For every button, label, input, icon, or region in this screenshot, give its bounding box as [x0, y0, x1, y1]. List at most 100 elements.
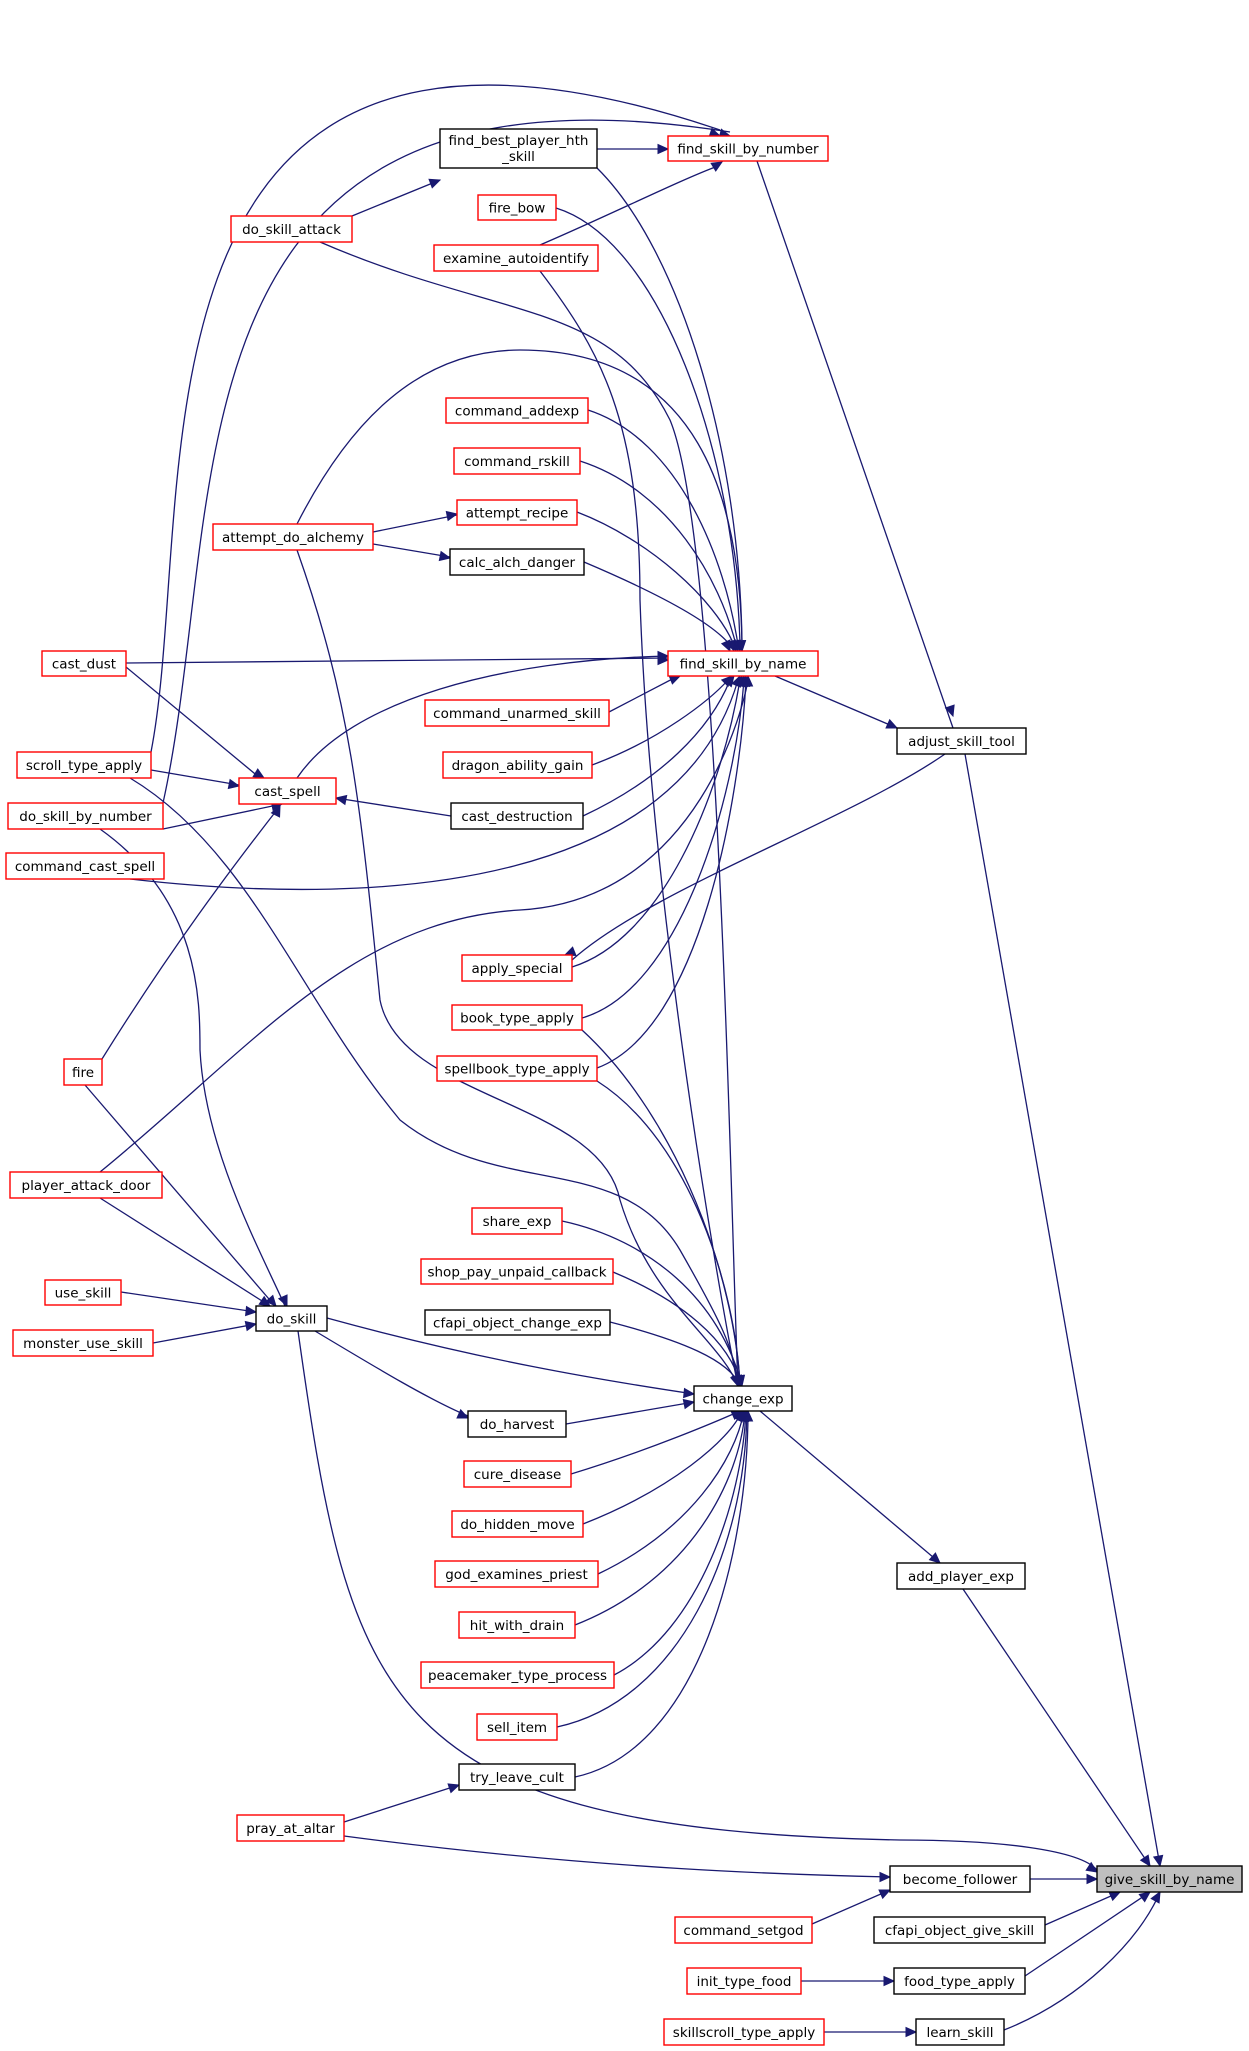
node-command-addexp[interactable]: command_addexp [445, 397, 589, 424]
node-change-exp[interactable]: change_exp [693, 1385, 793, 1412]
arrowhead-e1 [657, 143, 670, 155]
arrowhead-e4 [710, 161, 724, 172]
edge-e61 [343, 1784, 460, 1823]
node-peacemaker-type-process[interactable]: peacemaker_type_process [420, 1661, 615, 1689]
node-dragon-ability-gain[interactable]: dragon_ability_gain [442, 751, 593, 779]
node-box [458, 1611, 576, 1639]
node-label: command_setgod [683, 1923, 803, 1939]
node-skillscroll-type-apply[interactable]: skillscroll_type_apply [663, 2018, 825, 2046]
node-box [451, 1004, 583, 1031]
node-scroll-type-apply[interactable]: scroll_type_apply [16, 751, 152, 779]
node-apply-special[interactable]: apply_special [461, 954, 573, 982]
edge-e7 [596, 167, 743, 646]
node-command-rskill[interactable]: command_rskill [453, 447, 581, 475]
arrowhead-e68 [905, 2026, 918, 2038]
node-label: become_follower [903, 1872, 1018, 1888]
arrowhead-e61 [447, 1783, 461, 1794]
node-learn-skill[interactable]: learn_skill [915, 2018, 1005, 2046]
node-fire-bow[interactable]: fire_bow [477, 194, 557, 221]
node-box [467, 1410, 567, 1438]
node-box [420, 1258, 614, 1285]
node-label: hit_with_drain [470, 1618, 564, 1634]
arrowhead-e32 [270, 804, 281, 818]
node-food-type-apply[interactable]: food_type_apply [893, 1967, 1026, 1995]
node-box [230, 215, 353, 243]
node-box [238, 777, 337, 805]
node-become-follower[interactable]: become_follower [889, 1865, 1031, 1893]
node-box [433, 244, 599, 272]
arrowhead-e24 [885, 718, 899, 729]
node-adjust-skill-tool[interactable]: adjust_skill_tool [896, 727, 1027, 755]
node-cast-destruction[interactable]: cast_destruction [450, 802, 584, 830]
edge-e5 [351, 179, 441, 217]
node-do-skill-by-number[interactable]: do_skill_by_number [7, 802, 164, 830]
node-do-harvest[interactable]: do_harvest [467, 1410, 567, 1438]
edge-e17 [129, 679, 739, 891]
node-god-examines-priest[interactable]: god_examines_priest [434, 1560, 599, 1588]
node-command-setgod[interactable]: command_setgod [674, 1916, 813, 1944]
node-label: food_type_apply [904, 1974, 1015, 1990]
node-use-skill[interactable]: use_skill [44, 1279, 122, 1306]
node-try-leave-cult[interactable]: try_leave_cult [458, 1763, 576, 1791]
node-attempt-recipe[interactable]: attempt_recipe [456, 499, 578, 526]
node-box [436, 1055, 598, 1082]
node-label: cure_disease [474, 1467, 562, 1483]
edge-e2 [150, 84, 721, 753]
node-command-cast-spell[interactable]: command_cast_spell [5, 852, 165, 880]
node-monster-use-skill[interactable]: monster_use_skill [12, 1329, 154, 1357]
edge-e28 [372, 543, 451, 558]
node-box [450, 802, 584, 830]
arrowhead-e28 [438, 550, 452, 562]
node-fire[interactable]: fire [63, 1058, 103, 1086]
node-player-attack-door[interactable]: player_attack_door [9, 1171, 163, 1199]
node-do-hidden-move[interactable]: do_hidden_move [451, 1510, 584, 1538]
node-find-best-player-hth-skill[interactable]: find_best_player_hth_skill [439, 128, 598, 169]
node-attempt-do-alchemy[interactable]: attempt_do_alchemy [212, 523, 374, 551]
edge-e52 [574, 1410, 749, 1778]
arrowhead-e58 [730, 1374, 742, 1388]
node-label: do_harvest [480, 1417, 555, 1433]
edge-e57 [319, 241, 739, 1387]
node-sell-item[interactable]: sell_item [476, 1713, 558, 1741]
node-cast-spell[interactable]: cast_spell [238, 777, 337, 805]
node-command-unarmed-skill[interactable]: command_unarmed_skill [424, 699, 610, 727]
node-label: _skill [501, 149, 535, 165]
node-box [889, 1865, 1031, 1893]
node-box [63, 1058, 103, 1086]
node-shop-pay-unpaid-callback[interactable]: shop_pay_unpaid_callback [420, 1258, 614, 1285]
node-box [873, 1916, 1046, 1944]
node-cfapi-object-change-exp[interactable]: cfapi_object_change_exp [424, 1309, 611, 1336]
edge-e8 [555, 207, 741, 646]
node-box [458, 1763, 576, 1791]
node-give-skill-by-name[interactable]: give_skill_by_name [1096, 1865, 1243, 1893]
node-add-player-exp[interactable]: add_player_exp [896, 1562, 1026, 1590]
node-book-type-apply[interactable]: book_type_apply [451, 1004, 583, 1031]
node-do-skill[interactable]: do_skill [255, 1305, 328, 1332]
node-pray-at-altar[interactable]: pray_at_altar [236, 1814, 345, 1842]
node-box [212, 523, 374, 551]
arrowhead-e41 [1085, 1861, 1099, 1873]
node-cfapi-object-give-skill[interactable]: cfapi_object_give_skill [873, 1916, 1046, 1944]
node-label: cast_destruction [461, 809, 572, 825]
node-spellbook-type-apply[interactable]: spellbook_type_apply [436, 1055, 598, 1082]
node-hit-with-drain[interactable]: hit_with_drain [458, 1611, 576, 1639]
node-label: command_cast_spell [15, 859, 155, 875]
edge-e16 [582, 679, 731, 817]
node-label: try_leave_cult [470, 1770, 564, 1786]
node-cure-disease[interactable]: cure_disease [463, 1460, 572, 1488]
node-init-type-food[interactable]: init_type_food [686, 1967, 802, 1995]
node-do-skill-attack[interactable]: do_skill_attack [230, 215, 353, 243]
node-find-skill-by-name[interactable]: find_skill_by_name [667, 650, 819, 677]
node-label: book_type_apply [460, 1011, 574, 1027]
node-calc-alch-danger[interactable]: calc_alch_danger [449, 548, 585, 576]
node-find-skill-by-number[interactable]: find_skill_by_number [667, 135, 829, 162]
node-box [236, 1814, 345, 1842]
node-examine-autoidentify[interactable]: examine_autoidentify [433, 244, 599, 272]
arrowhead-e6 [944, 704, 955, 718]
node-box [1096, 1865, 1243, 1893]
node-cast-dust[interactable]: cast_dust [41, 650, 127, 677]
node-label: command_unarmed_skill [433, 706, 601, 722]
arrowhead-e34 [245, 1305, 258, 1317]
node-share-exp[interactable]: share_exp [471, 1207, 563, 1235]
node-label: command_rskill [464, 454, 570, 470]
